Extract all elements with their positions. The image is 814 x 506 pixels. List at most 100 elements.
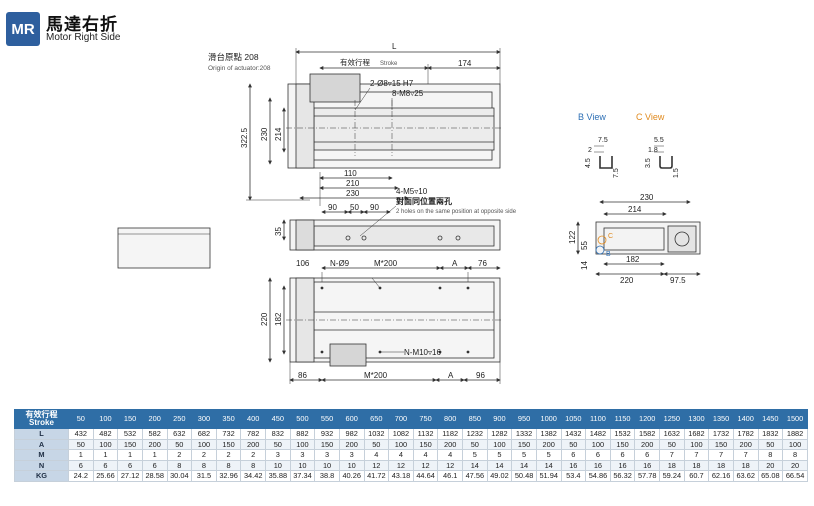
table-cell: 150 — [708, 438, 734, 451]
table-cell: 14 — [535, 459, 562, 472]
table-cell: 4 — [388, 449, 414, 461]
table-cell: 200 — [732, 438, 759, 451]
table-cell: 24.2 — [68, 470, 94, 482]
table-cell: 14 — [462, 459, 488, 472]
table-cell: 1082 — [388, 428, 414, 440]
b-dim-2: 2 — [588, 147, 592, 154]
hole-note-m5: 4-M5▿10 — [396, 187, 428, 196]
stroke-header-cell: 450 — [265, 409, 291, 429]
dim-106: 106 — [296, 259, 310, 268]
table-cell: 150 — [412, 438, 439, 451]
table-cell: 1332 — [511, 428, 537, 440]
mr-badge: MR — [6, 12, 40, 46]
table-cell: 2 — [240, 449, 266, 461]
dim-182: 182 — [274, 312, 283, 326]
b-view-label: B View — [578, 112, 606, 122]
table-cell: 5 — [511, 449, 537, 461]
dim-l: L — [392, 42, 397, 51]
a-top: A — [452, 259, 458, 268]
hole-label-dowel: 2-Ø8▿15 H7 — [370, 79, 414, 88]
table-cell: 50 — [363, 438, 390, 451]
stroke-header-cell: 750 — [412, 409, 439, 429]
hole-label-thread: 8-M8▿25 — [392, 89, 424, 98]
table-cell: 50 — [166, 438, 193, 451]
table-cell: 12 — [437, 459, 463, 472]
table-cell: 1382 — [535, 428, 562, 440]
table-cell: 38.8 — [314, 470, 340, 482]
table-cell: 50.48 — [511, 470, 537, 482]
table-cell: 8 — [757, 449, 784, 461]
table-cell: 51.94 — [535, 470, 562, 482]
stroke-header-cell: 550 — [314, 409, 340, 429]
table-cell: 50 — [560, 438, 587, 451]
stroke-header-cell: 900 — [486, 409, 513, 429]
row-label: M — [14, 449, 69, 461]
stroke-label-zh: 有效行程 — [340, 57, 370, 67]
front-view — [282, 205, 501, 251]
table-cell: 1882 — [782, 428, 808, 440]
table-cell: 100 — [92, 438, 119, 451]
stroke-header-cell: 1050 — [560, 409, 587, 429]
table-cell: 50 — [68, 438, 94, 451]
table-cell: 6 — [609, 449, 636, 461]
table-cell: 832 — [265, 428, 291, 440]
table-cell: 5 — [462, 449, 488, 461]
stroke-header-cell: 250 — [166, 409, 193, 429]
table-cell: 12 — [363, 459, 390, 472]
c-dim-3-5: 3.5 — [645, 158, 652, 168]
table-cell: 53.4 — [560, 470, 587, 482]
table-cell: 25.66 — [92, 470, 119, 482]
table-cell: 150 — [215, 438, 242, 451]
table-cell: 50 — [462, 438, 488, 451]
a-bottom: A — [448, 371, 454, 380]
end-dim-182: 182 — [626, 255, 640, 264]
end-dim-97-5: 97.5 — [670, 276, 686, 285]
dim-50: 50 — [350, 203, 359, 212]
table-cell: 50 — [659, 438, 685, 451]
b-dim-4-5: 4.5 — [585, 158, 592, 168]
table-cell: 632 — [166, 428, 193, 440]
n-holes-label: N-Ø9 — [330, 259, 350, 268]
table-cell: 7 — [683, 449, 710, 461]
table-cell: 150 — [117, 438, 143, 451]
dim-322-5: 322.5 — [240, 127, 249, 148]
table-cell: 1 — [141, 449, 168, 461]
table-cell: 56.32 — [609, 470, 636, 482]
page-subtitle: Motor Right Side — [46, 32, 121, 43]
stroke-header-cell: 500 — [289, 409, 316, 429]
row-label: A — [14, 438, 69, 451]
table-cell: 582 — [141, 428, 168, 440]
end-dim-55: 55 — [580, 241, 589, 250]
table-cell: 100 — [388, 438, 414, 451]
table-cell: 1032 — [363, 428, 390, 440]
table-cell: 49.02 — [486, 470, 513, 482]
table-cell: 62.16 — [708, 470, 734, 482]
table-cell: 100 — [683, 438, 710, 451]
bottom-view — [268, 266, 502, 384]
m200-bottom: M*200 — [364, 371, 388, 380]
stroke-label-en: Stroke — [380, 61, 398, 67]
table-cell: 1632 — [659, 428, 685, 440]
table-cell: 34.42 — [240, 470, 266, 482]
table-cell: 66.54 — [782, 470, 808, 482]
table-cell: 982 — [338, 428, 365, 440]
table-cell: 200 — [240, 438, 266, 451]
dim-76: 76 — [478, 259, 487, 268]
table-cell: 7 — [659, 449, 685, 461]
table-cell: 16 — [634, 459, 660, 472]
table-cell: 100 — [191, 438, 217, 451]
table-cell: 6 — [141, 459, 168, 472]
end-dim-220: 220 — [620, 276, 634, 285]
technical-drawing: 滑台原點 208 Origin of actuator:208 L 有效行程 S… — [117, 42, 701, 384]
table-cell: 200 — [535, 438, 562, 451]
origin-label-zh: 滑台原點 208 — [208, 52, 259, 62]
table-cell: 41.72 — [363, 470, 390, 482]
stroke-header-cell: 350 — [215, 409, 242, 429]
table-cell: 10 — [289, 459, 316, 472]
